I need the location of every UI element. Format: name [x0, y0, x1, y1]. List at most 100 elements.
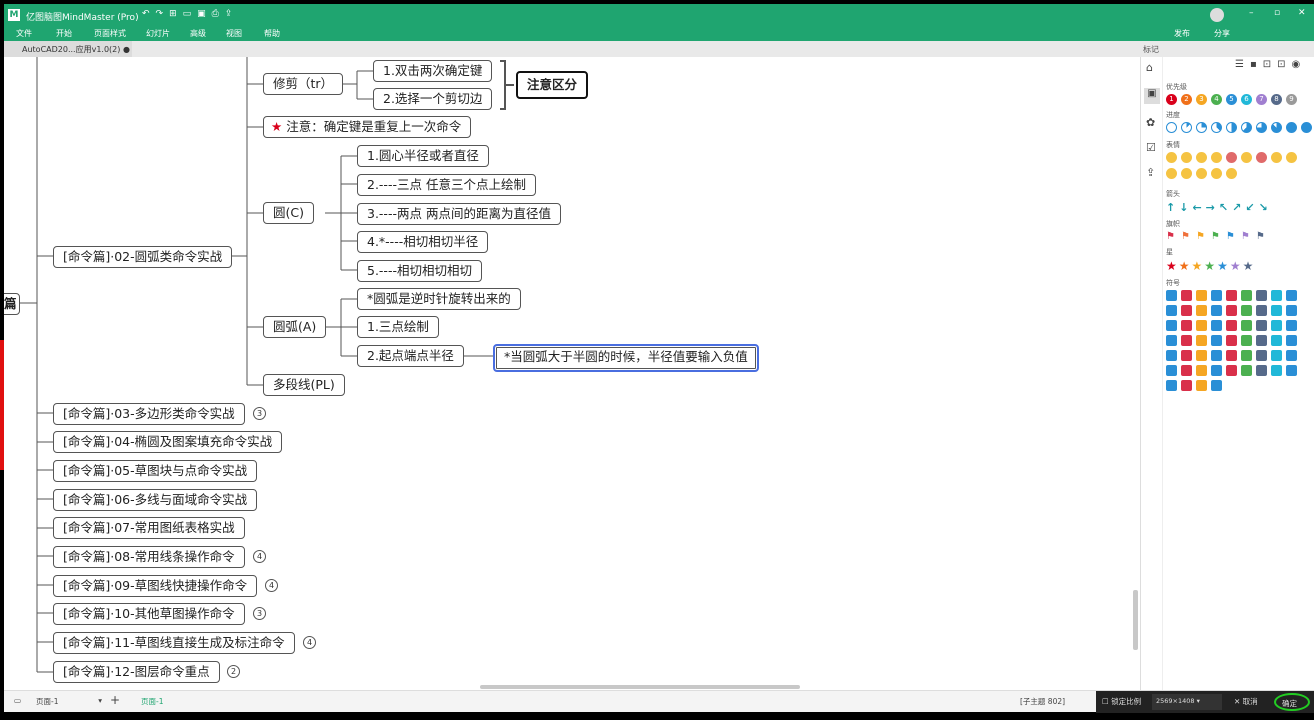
- share-button[interactable]: 分享: [1214, 29, 1230, 38]
- outline-icon[interactable]: ⇪: [1146, 166, 1156, 179]
- symbol-9-icon[interactable]: [1286, 290, 1297, 301]
- node-trim-1[interactable]: 1.双击两次确定键: [373, 60, 493, 82]
- mindmap-canvas[interactable]: 篇 [命令篇]·02-圆弧类命令实战 修剪（tr） 1.双击两次确定键 2.选择…: [4, 57, 1140, 690]
- node-circle-3[interactable]: 3.----两点 两点间的距离为直径值: [357, 203, 561, 225]
- symbol-52-icon[interactable]: [1256, 365, 1267, 376]
- symbol-55-icon[interactable]: [1166, 380, 1177, 391]
- symbol-29-icon[interactable]: [1181, 335, 1192, 346]
- topic-08[interactable]: [命令篇]·08-常用线条操作命令: [53, 546, 245, 568]
- node-arc-2-note-selected[interactable]: *当圆弧大于半圆的时候，半径值要输入负值: [493, 344, 759, 372]
- progress-6-icon[interactable]: [1256, 122, 1267, 133]
- symbol-20-icon[interactable]: [1181, 320, 1192, 331]
- emoji-6-icon[interactable]: [1241, 152, 1252, 163]
- symbol-41-icon[interactable]: [1226, 350, 1237, 361]
- symbol-31-icon[interactable]: [1211, 335, 1222, 346]
- avatar[interactable]: [1210, 8, 1224, 22]
- node-polyline[interactable]: 多段线(PL): [263, 374, 345, 396]
- topic-05[interactable]: [命令篇]·05-草图块与点命令实战: [53, 460, 258, 482]
- symbol-25-icon[interactable]: [1256, 320, 1267, 331]
- menu-view[interactable]: 视图: [226, 29, 242, 38]
- format-brush-icon[interactable]: ⌂: [1146, 61, 1153, 74]
- summary-note[interactable]: 注意区分: [516, 71, 589, 99]
- topic-03[interactable]: [命令篇]·03-多边形类命令实战: [53, 403, 245, 425]
- node-trim[interactable]: 修剪（tr）: [263, 73, 344, 95]
- symbol-39-icon[interactable]: [1196, 350, 1207, 361]
- node-trim-2[interactable]: 2.选择一个剪切边: [373, 88, 493, 110]
- priority-7-icon[interactable]: 7: [1256, 94, 1267, 105]
- emoji-7-icon[interactable]: [1256, 152, 1267, 163]
- menu-home[interactable]: 开始: [56, 29, 72, 38]
- arrow-2-icon[interactable]: ↓: [1179, 201, 1189, 214]
- star-6-icon[interactable]: ★: [1229, 259, 1241, 273]
- topic-06[interactable]: [命令篇]·06-多线与面域命令实战: [53, 489, 258, 511]
- symbol-38-icon[interactable]: [1181, 350, 1192, 361]
- arrow-4-icon[interactable]: →: [1205, 201, 1215, 214]
- close-button[interactable]: ✕: [1298, 8, 1306, 18]
- symbol-50-icon[interactable]: [1226, 365, 1237, 376]
- star-3-icon[interactable]: ★: [1191, 259, 1203, 273]
- node-circle-2[interactable]: 2.----三点 任意三个点上绘制: [357, 174, 536, 196]
- flag-5-icon[interactable]: ⚑: [1225, 231, 1235, 242]
- progress-1-icon[interactable]: [1181, 122, 1192, 133]
- flag-7-icon[interactable]: ⚑: [1255, 231, 1265, 242]
- symbol-33-icon[interactable]: [1241, 335, 1252, 346]
- collapsed-count-badge[interactable]: 2: [227, 665, 240, 678]
- symbol-42-icon[interactable]: [1241, 350, 1252, 361]
- symbol-58-icon[interactable]: [1211, 380, 1222, 391]
- collapsed-count-badge[interactable]: 4: [265, 579, 278, 592]
- priority-2-icon[interactable]: 2: [1181, 94, 1192, 105]
- node-circle-5[interactable]: 5.----相切相切相切: [357, 260, 482, 282]
- priority-1-icon[interactable]: 1: [1166, 94, 1177, 105]
- collapsed-count-badge[interactable]: 4: [253, 550, 266, 563]
- star-4-icon[interactable]: ★: [1204, 259, 1216, 273]
- topic-10[interactable]: [命令篇]·10-其他草图操作命令: [53, 603, 245, 625]
- symbol-30-icon[interactable]: [1196, 335, 1207, 346]
- symbol-2-icon[interactable]: [1181, 290, 1192, 301]
- publish-button[interactable]: 发布: [1174, 29, 1190, 38]
- symbol-12-icon[interactable]: [1196, 305, 1207, 316]
- symbol-44-icon[interactable]: [1271, 350, 1282, 361]
- symbol-26-icon[interactable]: [1271, 320, 1282, 331]
- symbol-14-icon[interactable]: [1226, 305, 1237, 316]
- page-select[interactable]: 页面-1▾: [36, 696, 102, 707]
- node-arc-0[interactable]: *圆弧是逆时针旋转出来的: [357, 288, 521, 310]
- menu-slides[interactable]: 幻灯片: [146, 29, 170, 38]
- symbol-54-icon[interactable]: [1286, 365, 1297, 376]
- panel-toolbar[interactable]: ☰▪⊡⊡◉: [1235, 59, 1307, 70]
- star-1-icon[interactable]: ★: [1166, 259, 1177, 273]
- document-tab[interactable]: AutoCAD20...应用v1.0(2) ●: [4, 41, 132, 57]
- menu-advanced[interactable]: 高级: [190, 29, 206, 38]
- flag-2-icon[interactable]: ⚑: [1180, 231, 1190, 242]
- vertical-scrollbar[interactable]: [1133, 590, 1138, 650]
- symbol-3-icon[interactable]: [1196, 290, 1207, 301]
- priority-3-icon[interactable]: 3: [1196, 94, 1207, 105]
- symbol-56-icon[interactable]: [1181, 380, 1192, 391]
- symbol-48-icon[interactable]: [1196, 365, 1207, 376]
- priority-9-icon[interactable]: 9: [1286, 94, 1297, 105]
- progress-5-icon[interactable]: [1241, 122, 1252, 133]
- symbol-10-icon[interactable]: [1166, 305, 1177, 316]
- node-circle-1[interactable]: 1.圆心半径或者直径: [357, 145, 489, 167]
- node-circle-4[interactable]: 4.*----相切相切半径: [357, 231, 489, 253]
- clipart-icon[interactable]: ✿: [1146, 116, 1156, 129]
- topic-04[interactable]: [命令篇]·04-椭圆及图案填充命令实战: [53, 431, 283, 453]
- menu-page-style[interactable]: 页面样式: [94, 29, 126, 38]
- minimize-button[interactable]: –: [1249, 8, 1254, 18]
- emoji-8-icon[interactable]: [1271, 152, 1282, 163]
- topic-09[interactable]: [命令篇]·09-草图线快捷操作命令: [53, 575, 258, 597]
- priority-8-icon[interactable]: 8: [1271, 94, 1282, 105]
- node-arc[interactable]: 圆弧(A): [263, 316, 327, 338]
- progress-4-icon[interactable]: [1226, 122, 1237, 133]
- emoji-9-icon[interactable]: [1286, 152, 1297, 163]
- confirm-button[interactable]: 确定: [1274, 693, 1310, 711]
- symbol-32-icon[interactable]: [1226, 335, 1237, 346]
- emoji-12-icon[interactable]: [1196, 168, 1207, 179]
- star-5-icon[interactable]: ★: [1217, 259, 1228, 273]
- symbol-43-icon[interactable]: [1256, 350, 1267, 361]
- symbol-21-icon[interactable]: [1196, 320, 1207, 331]
- arrow-3-icon[interactable]: ←: [1192, 201, 1202, 214]
- progress-0-icon[interactable]: [1166, 122, 1177, 133]
- progress-3-icon[interactable]: [1211, 122, 1222, 133]
- emoji-4-icon[interactable]: [1211, 152, 1222, 163]
- emoji-1-icon[interactable]: [1166, 152, 1177, 163]
